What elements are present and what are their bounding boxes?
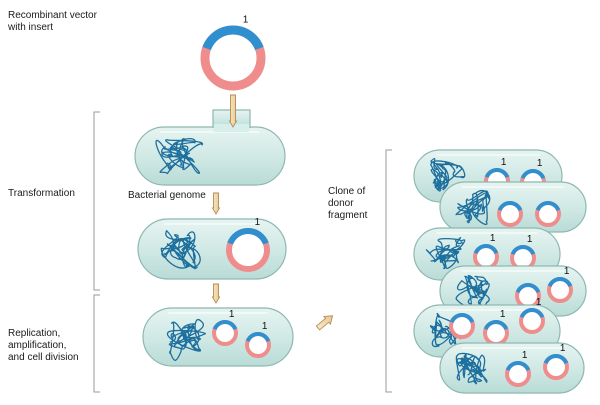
replication-label: Replication, amplification, and cell div… (8, 328, 79, 363)
insert-segment (245, 332, 271, 343)
bacterial-genome-label: Bacterial genome (128, 190, 206, 201)
arrow-to-transformed-cell (211, 192, 221, 215)
insert-number-label: 1 (262, 321, 268, 332)
insert-segment (510, 245, 536, 256)
bacterial-genome-icon (455, 352, 488, 385)
transformation-label: Transformation (8, 188, 75, 199)
insert-number-label: 1 (537, 158, 543, 169)
recombinant-vector-label: Recombinant vector with insert (8, 10, 97, 33)
insert-number-label: 1 (490, 233, 496, 244)
insert-segment (227, 228, 269, 245)
plasmid-icon: 1 (226, 217, 270, 272)
bacterial-genome-icon (455, 189, 491, 225)
bacterial-genome-icon (160, 230, 201, 270)
plasmid-icon (535, 201, 561, 227)
cell-body (134, 126, 286, 186)
bacterial-cell-replicating: 11 (142, 307, 294, 367)
insert-number-label: 1 (500, 309, 506, 320)
clone-bracket (385, 149, 392, 393)
insert-segment (202, 25, 264, 51)
clone-cell: 11 (439, 342, 585, 394)
plasmid-icon: 1 (200, 15, 266, 91)
insert-segment (473, 244, 499, 255)
insert-number-label: 1 (560, 343, 566, 354)
bacterial-genome-icon (155, 138, 203, 175)
replication-bracket (93, 294, 100, 393)
plasmid-icon (449, 313, 475, 339)
arrows-layer (211, 94, 334, 331)
bacterial-genome-icon (430, 158, 466, 192)
plasmid-icon: 1 (505, 350, 531, 387)
plasmid-icon: 1 (212, 309, 238, 346)
arrow-vector-into-cell (228, 94, 238, 128)
arrow-to-clone (315, 315, 334, 331)
brackets-layer (93, 111, 392, 393)
plasmid-icon: 1 (519, 297, 545, 334)
bacterial-genome-icon (455, 274, 490, 309)
insert-segment (543, 354, 569, 365)
insert-number-label: 1 (501, 157, 507, 168)
plasmid-icon: 1 (245, 321, 271, 358)
insert-segment (483, 320, 509, 331)
clone-cell: 1 (439, 265, 587, 317)
insert-segment (497, 201, 523, 212)
insert-number-label: 1 (522, 350, 528, 361)
insert-segment (212, 320, 238, 331)
arrow-to-replication (211, 283, 221, 304)
insert-number-label: 1 (527, 234, 533, 245)
insert-segment (520, 169, 546, 180)
insert-segment (547, 277, 573, 288)
bacterial-cell-transformation (134, 126, 286, 186)
plasmid-icon (497, 201, 523, 227)
plasmid-icon: 1 (483, 309, 509, 346)
insert-segment (535, 201, 561, 212)
insert-number-label: 1 (243, 15, 249, 26)
insert-segment (515, 283, 541, 294)
bacterial-cell-transformed: 1 (137, 217, 287, 280)
insert-segment (449, 313, 475, 324)
insert-number-label: 1 (229, 309, 235, 320)
insert-number-label: 1 (255, 217, 261, 228)
plasmid-icon: 1 (473, 233, 499, 270)
insert-segment (484, 168, 510, 179)
insert-segment (519, 308, 545, 319)
plasmid-icon: 1 (547, 266, 573, 303)
bacterial-genome-icon (429, 312, 463, 348)
arrow-shape (315, 315, 334, 331)
insert-number-label: 1 (536, 297, 542, 308)
bacterial-genome-icon (166, 318, 207, 362)
insert-segment (505, 361, 531, 372)
insert-number-label: 1 (564, 266, 570, 277)
clone-label: Clone of donor fragment (328, 186, 368, 221)
clone-cell (439, 181, 587, 233)
transformation-bracket (93, 111, 100, 291)
plasmid-icon: 1 (543, 343, 569, 380)
bacterial-genome-icon (425, 237, 466, 270)
opening-fill (213, 124, 250, 132)
